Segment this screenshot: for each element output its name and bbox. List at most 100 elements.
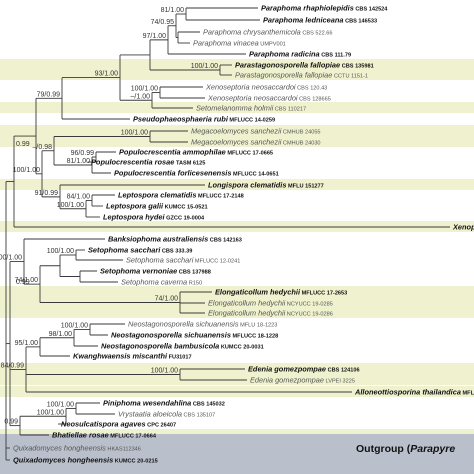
strain-id: CMHUB 24030 (281, 141, 320, 147)
strain-id: MFLUCC 18-1228 (231, 334, 278, 340)
strain-id: UMPV001 (259, 42, 286, 48)
taxon-name: Elongaticollum hedychii (208, 309, 286, 318)
taxon-label: Paraphoma radicina CBS 111.79 (249, 50, 351, 59)
taxon-label: Piniphoma wesendahlina CBS 145032 (103, 399, 225, 408)
taxon-label: Banksiophoma australiensis CBS 142163 (108, 235, 242, 244)
strain-id: MFLUCC 13-0295 (461, 391, 474, 397)
clade-band (0, 136, 474, 147)
clade-band (0, 59, 474, 70)
taxon-label: Neostagonosporella sichuanensis MFLUCC 1… (111, 331, 278, 340)
strain-id: MFLU 18-1223 (239, 323, 278, 329)
taxon-label: Parastagonosporella fallopiae CCTU 1151-… (235, 71, 368, 80)
taxon-name: Neosulcatispora agaves (61, 420, 146, 429)
taxon-name: Paraphoma ledniceana (263, 16, 344, 25)
taxon-name: Setomelanomma holmii (196, 104, 274, 113)
taxon-label: Populocrescentia ammophilae MFLUCC 17-06… (119, 148, 273, 157)
taxon-label: Xenoseptoria neosaccardoi CBS 120.43 (205, 83, 327, 92)
taxon-name: Edenia gomezpompae (250, 376, 324, 385)
strain-id: MFLUCC 17-2148 (196, 194, 243, 200)
taxon-name: Neostagonosporella bambusicola (101, 342, 219, 351)
taxon-label: Setophoma sacchari CBS 333.39 (88, 246, 192, 255)
clade-band (0, 102, 474, 113)
taxon-label: Leptospora hydei GZCC 19-0004 (103, 213, 205, 222)
strain-id: CBS 137988 (177, 270, 211, 276)
strain-id: R150 (187, 281, 202, 287)
outgroup-label: Outgroup (Parapyre (356, 443, 455, 455)
taxon-label: Neostagonosporella sichuanensis MFLU 18-… (128, 320, 277, 329)
taxon-label: Bhatiellae rosae MFLUCC 17-0664 (52, 431, 157, 440)
taxon-name: Quixadomyces hongheensis (13, 444, 106, 453)
strain-id: CBS 142524 (354, 7, 388, 13)
support-value: 84/0.99 (1, 362, 24, 369)
support-value: 100/1.00 (61, 323, 88, 330)
strain-id: TASM 6125 (174, 161, 205, 167)
support-value: 100/1.00 (121, 130, 148, 137)
taxon-name: Paraphoma chrysanthemicola (203, 28, 301, 37)
clade-band (0, 286, 474, 297)
taxon-label: Megacoelomyces sanchezii CMHUB 24055 (191, 127, 321, 136)
taxon-name: Paraphoma vinacea (193, 39, 259, 48)
support-value: 100/1.00 (0, 255, 22, 262)
taxon-label: Alloneottiosporina thailandica MFLUCC 13… (354, 388, 474, 397)
strain-id: KUMCC 20-0215 (113, 459, 157, 465)
taxon-label: Vrystaatia aloeicola CBS 135107 (118, 410, 215, 419)
taxon-label: Kwanghwaensis miscanthi FU31017 (73, 352, 192, 361)
strain-id: MFLUCC 17-2653 (300, 291, 347, 297)
strain-id: CBS 135107 (182, 413, 215, 419)
taxon-name: Populocrescentia rosae (91, 158, 174, 167)
taxon-name: Setophoma sacchari (126, 256, 194, 265)
taxon-label: Setophoma vernoniae CBS 137988 (100, 267, 211, 276)
clade-band (0, 363, 474, 374)
taxon-name: Megacoelomyces sanchezii (191, 127, 282, 136)
taxon-name: Populocrescentia ammophilae (119, 148, 226, 157)
taxon-label: Quixadomyces hongheensis KUMCC 20-0215 (13, 456, 158, 465)
support-values: 81/1.0074/0.9597/1.00100/1.00100/1.00–/1… (0, 7, 218, 426)
taxon-label: Leptospora clematidis MFLUCC 17-2148 (118, 191, 244, 200)
outgroup-band (0, 434, 474, 474)
support-value: 98/1.00 (49, 331, 72, 338)
strain-id: KUMCC 20-0031 (219, 345, 263, 351)
support-value: 0.99 (16, 279, 30, 286)
taxon-label: Quixadomyces hongheensis HKAS112346 (13, 444, 141, 453)
support-value: 93/1.00 (95, 71, 118, 78)
strain-id: CBS 120.43 (296, 86, 328, 92)
taxon-name: Quixadomyces hongheensis (13, 456, 113, 465)
clade-band (0, 179, 474, 190)
taxon-label: Populocrescentia rosae TASM 6125 (91, 158, 205, 167)
support-value: 74/1.00 (155, 296, 178, 303)
leaf-labels: Paraphoma rhaphiolepidis CBS 142524Parap… (13, 4, 474, 465)
taxon-name: Xenoseptoria neosaccardoi (207, 94, 298, 103)
strain-id: CBS 128665 (298, 97, 331, 103)
taxon-name: Leptospora hydei (103, 213, 166, 222)
taxon-name: Longispora clematidis (208, 181, 286, 190)
support-value: 81/1.00 (161, 7, 184, 14)
taxon-label: Setophoma sacchari MFLUCC 12-0241 (126, 256, 240, 265)
taxon-label: Megacoelomyces sanchezii CMHUB 24030 (191, 138, 321, 147)
taxon-name: Elongaticollum hedychii (215, 288, 301, 297)
taxon-name: Paraphoma rhaphiolepidis (261, 4, 354, 13)
taxon-label: Xenoseptoria neosaccardoi CBS 128665 (207, 94, 331, 103)
support-value: 100/1.00 (47, 402, 74, 409)
taxon-name: Edenia gomezpompae (248, 365, 326, 374)
strain-id: LVPEI 3225 (324, 379, 355, 385)
taxon-label: Edenia gomezpompae LVPEI 3225 (250, 376, 355, 385)
support-value: 74/1.00 (15, 277, 38, 284)
taxon-label: Setophoma caverna R150 (121, 278, 202, 287)
strain-id: CBS 135981 (340, 64, 374, 70)
strain-id: NCYUCC 19-0286 (285, 312, 333, 318)
taxon-label: Elongaticollum hedychii NCYUCC 19-0285 (208, 299, 333, 308)
taxon-name: Vrystaatia aloeicola (118, 410, 182, 419)
strain-id: CBS 146533 (344, 19, 378, 25)
support-value: 84/1.00 (67, 194, 90, 201)
clade-band (0, 69, 474, 80)
outgroup-label-taxon: Parapyre (410, 443, 455, 455)
taxon-label: Paraphoma rhaphiolepidis CBS 142524 (261, 4, 388, 13)
support-value: 74/0.95 (151, 19, 174, 26)
taxon-label: Paraphoma ledniceana CBS 146533 (263, 16, 377, 25)
strain-id: GZCC 19-0004 (165, 216, 205, 222)
support-value: 97/1.00 (143, 33, 166, 40)
support-value: 100/1.00 (191, 63, 218, 70)
taxon-name: Pseudophaeosphaeria rubi (133, 115, 229, 124)
support-value: 100/1.00 (131, 86, 158, 93)
